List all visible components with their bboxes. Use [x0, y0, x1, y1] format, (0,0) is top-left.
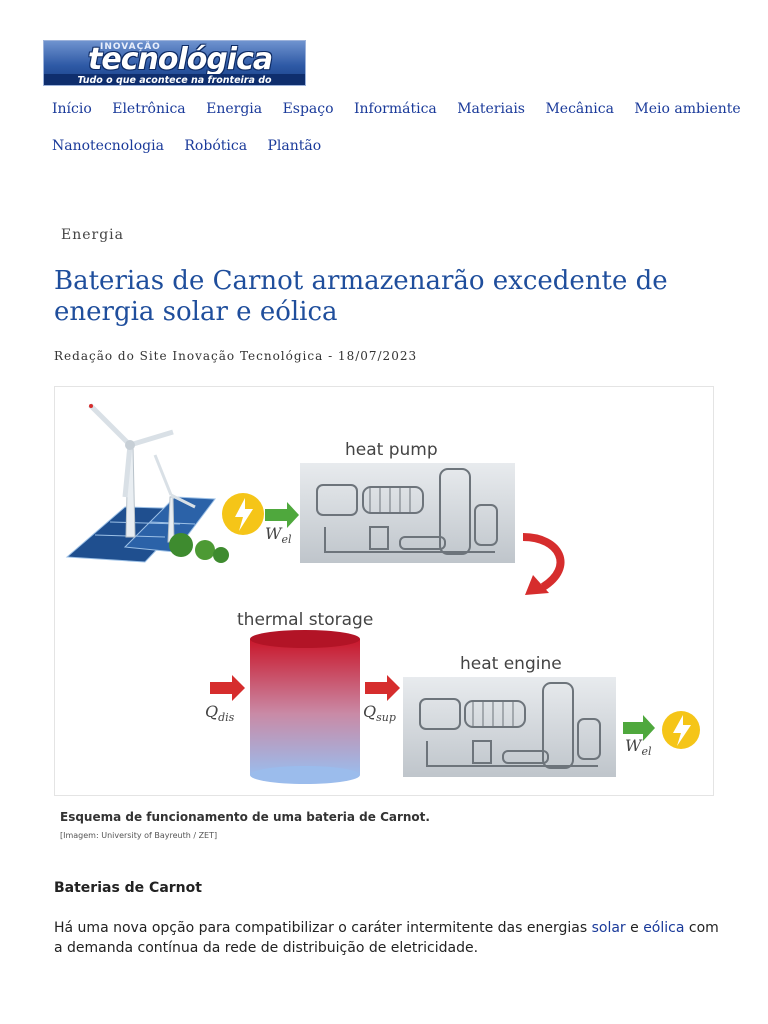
figure-credit: [Imagem: University of Bayreuth / ZET]	[60, 831, 218, 840]
article-byline: Redação do Site Inovação Tecnológica - 1…	[54, 349, 418, 363]
nav-link-nanotecnologia[interactable]: Nanotecnologia	[52, 138, 164, 154]
lightning-icon	[222, 493, 264, 535]
site-logo[interactable]: INOVAÇÃO tecnológica Tudo o que acontece…	[43, 40, 306, 86]
main-nav-row-1: Início Eletrônica Energia Espaço Informá…	[52, 101, 757, 117]
paragraph-text-2: e	[625, 920, 644, 936]
lightning-out-icon	[662, 711, 700, 749]
article-title: Baterias de Carnot armazenarão excedente…	[54, 266, 668, 327]
cycle-arrow-icon	[522, 533, 565, 595]
heat-in-arrow-icon	[210, 675, 245, 701]
nav-link-mecanica[interactable]: Mecânica	[545, 101, 614, 117]
article-paragraph: Há uma nova opção para compatibilizar o …	[54, 918, 724, 958]
nav-link-energia[interactable]: Energia	[206, 101, 263, 117]
nav-link-espaco[interactable]: Espaço	[282, 101, 334, 117]
link-solar[interactable]: solar	[591, 920, 626, 936]
heat-engine-machine	[403, 677, 616, 777]
nav-link-meio-ambiente[interactable]: Meio ambiente	[634, 101, 741, 117]
section-heading: Baterias de Carnot	[54, 880, 202, 896]
nav-link-materiais[interactable]: Materiais	[457, 101, 525, 117]
thermal-storage-tank	[250, 630, 360, 784]
thermal-storage-label: thermal storage	[237, 610, 373, 630]
wind-turbine-icon	[88, 403, 196, 543]
power-out-arrow-icon	[623, 715, 655, 741]
trees-icon	[169, 533, 229, 563]
nav-link-eletronica[interactable]: Eletrônica	[112, 101, 186, 117]
logo-small-text: INOVAÇÃO	[100, 42, 161, 52]
nav-link-inicio[interactable]: Início	[52, 101, 92, 117]
article-category[interactable]: Energia	[61, 227, 124, 243]
qdis-label: Qdis	[205, 702, 235, 724]
nav-link-robotica[interactable]: Robótica	[184, 138, 248, 154]
paragraph-text-3: com a demanda contínua da rede de distri…	[54, 920, 719, 956]
logo-wordmark: tecnológica	[88, 42, 273, 77]
figure-caption: Esquema de funcionamento de uma bateria …	[60, 810, 430, 824]
logo-tagline: Tudo o que acontece na fronteira do conh…	[44, 74, 305, 85]
nav-link-informatica[interactable]: Informática	[354, 101, 437, 117]
link-eolica[interactable]: eólica	[643, 920, 685, 936]
power-arrow-icon	[265, 502, 299, 528]
heat-engine-label: heat engine	[460, 654, 562, 674]
nav-link-plantao[interactable]: Plantão	[267, 138, 322, 154]
heat-pump-label: heat pump	[345, 440, 438, 460]
wel-label-top: Wel	[265, 524, 292, 546]
wel-label-bottom: Wel	[625, 736, 652, 758]
heat-out-arrow-icon	[365, 675, 400, 701]
carnot-battery-diagram: Wel heat pump thermal storage	[65, 403, 700, 784]
qsup-label: Qsup	[363, 702, 396, 724]
article-figure: Wel heat pump thermal storage	[54, 386, 714, 796]
paragraph-text-1: Há uma nova opção para compatibilizar o …	[54, 920, 592, 936]
main-nav-row-2: Nanotecnologia Robótica Plantão	[52, 138, 337, 154]
heat-pump-machine	[300, 463, 515, 563]
